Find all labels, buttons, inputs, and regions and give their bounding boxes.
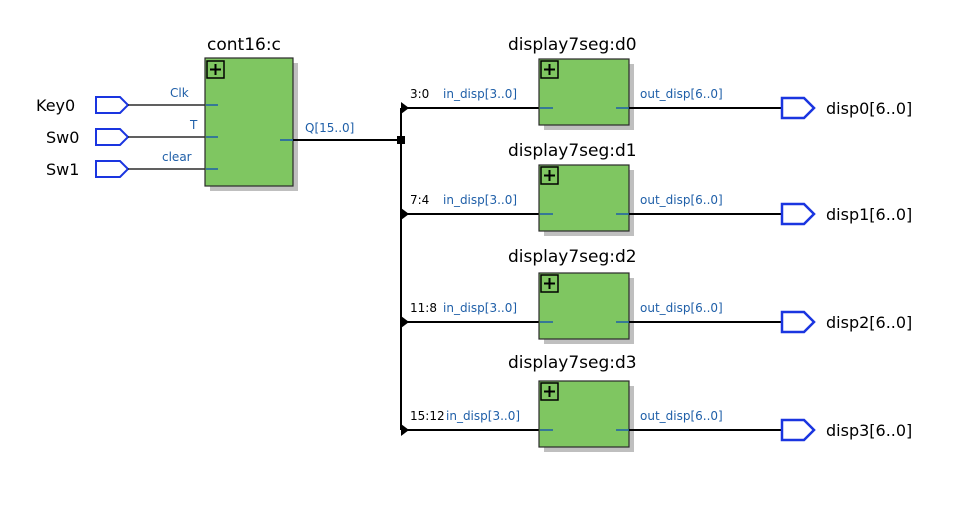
input-pin-icon [95, 128, 130, 146]
output-label: disp2[6..0] [826, 313, 912, 332]
input-pin-key0[interactable]: Key0 [36, 96, 130, 115]
output-label: disp3[6..0] [826, 421, 912, 440]
bus-tap-d1: 7:4 [401, 193, 540, 220]
display-in-port: in_disp[3..0] [446, 409, 520, 423]
expand-icon[interactable] [206, 60, 225, 79]
display-block-d0[interactable]: display7seg:d0 in_disp[3..0] out_disp[6.… [443, 35, 723, 130]
counter-block[interactable]: cont16:c Clk T clear Q[15..0] [162, 35, 354, 191]
counter-name: cont16:c [207, 35, 281, 55]
counter-body [204, 57, 294, 187]
output-pin-icon [780, 202, 816, 226]
input-pin-sw1[interactable]: Sw1 [46, 160, 130, 179]
bus-junction [397, 136, 405, 144]
bus-slice-label: 3:0 [410, 87, 429, 101]
display-out-port: out_disp[6..0] [640, 87, 723, 101]
input-label-sw1: Sw1 [46, 160, 79, 179]
input-label-key0: Key0 [36, 96, 75, 115]
counter-in-pins [206, 104, 218, 170]
display-in-port: in_disp[3..0] [443, 87, 517, 101]
output-pin-disp0[interactable]: disp0[6..0] [780, 96, 912, 120]
output-pin-icon [780, 310, 816, 334]
counter-port-clk: Clk [170, 86, 189, 100]
bus-slice-label: 7:4 [410, 193, 429, 207]
expand-icon[interactable] [540, 166, 559, 185]
display-block-d2[interactable]: display7seg:d2 in_disp[3..0] out_disp[6.… [443, 247, 723, 344]
expand-icon[interactable] [540, 274, 559, 293]
display-name: display7seg:d0 [508, 35, 637, 55]
display-out-port: out_disp[6..0] [640, 193, 723, 207]
expand-icon[interactable] [540, 382, 559, 401]
display-block-d3[interactable]: display7seg:d3 in_disp[3..0] out_disp[6.… [446, 353, 723, 452]
display-in-port: in_disp[3..0] [443, 193, 517, 207]
input-pin-icon [95, 160, 130, 178]
output-pin-disp3[interactable]: disp3[6..0] [780, 418, 912, 442]
input-pin-sw0[interactable]: Sw0 [46, 128, 130, 147]
counter-port-clear: clear [162, 150, 192, 164]
input-label-sw0: Sw0 [46, 128, 79, 147]
bus-slice-label: 11:8 [410, 301, 437, 315]
display-block-d1[interactable]: display7seg:d1 in_disp[3..0] out_disp[6.… [443, 141, 723, 236]
bus-slice-label: 15:12 [410, 409, 445, 423]
display-in-port: in_disp[3..0] [443, 301, 517, 315]
bus-tap-d0: 3:0 [401, 87, 540, 114]
counter-port-t: T [189, 118, 198, 132]
output-label: disp0[6..0] [826, 99, 912, 118]
output-pin-icon [780, 418, 816, 442]
output-pin-disp2[interactable]: disp2[6..0] [780, 310, 912, 334]
input-pin-icon [95, 96, 130, 114]
output-pin-disp1[interactable]: disp1[6..0] [780, 202, 912, 226]
display-out-port: out_disp[6..0] [640, 301, 723, 315]
output-pin-icon [780, 96, 816, 120]
bus-tap-d3: 15:12 [401, 409, 540, 436]
display-out-port: out_disp[6..0] [640, 409, 723, 423]
display-name: display7seg:d2 [508, 247, 637, 267]
output-label: disp1[6..0] [826, 205, 912, 224]
expand-icon[interactable] [540, 60, 559, 79]
display-name: display7seg:d3 [508, 353, 637, 373]
counter-port-q: Q[15..0] [305, 121, 354, 135]
bus-tap-d2: 11:8 [401, 301, 540, 328]
display-name: display7seg:d1 [508, 141, 637, 161]
